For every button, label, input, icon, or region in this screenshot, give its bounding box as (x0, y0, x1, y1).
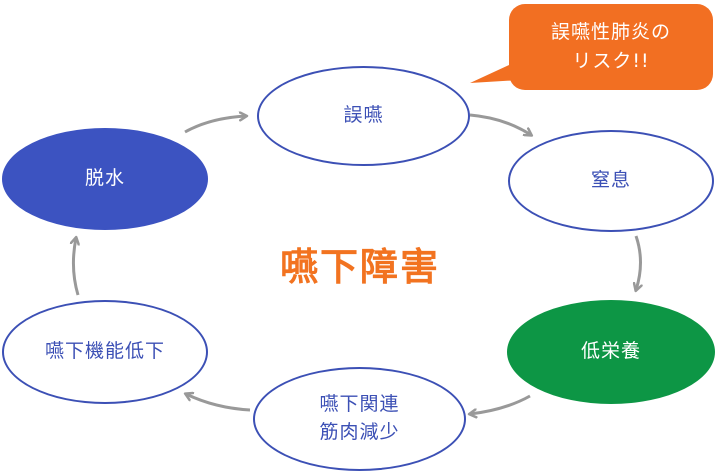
node-muscle-decrease: 嚥下関連 筋肉減少 (253, 367, 466, 471)
arrow-dehydration-to-aspiration (184, 116, 246, 134)
callout-text: 誤嚥性肺炎の リスク!! (550, 20, 671, 72)
arrow-muscle-to-decline (186, 394, 251, 412)
node-malnutrition-label: 低栄養 (580, 340, 641, 363)
node-dehydration: 脱水 (2, 128, 208, 230)
node-swallow-decline: 嚥下機能低下 (2, 300, 208, 404)
node-muscle-decrease-label: 嚥下関連 筋肉減少 (319, 393, 400, 443)
arrow-decline-to-dehydration (73, 238, 78, 296)
callout-bubble: 誤嚥性肺炎の リスク!! (509, 4, 713, 90)
node-aspiration-label: 誤嚥 (343, 104, 384, 127)
arrow-choking-to-malnutrition (636, 235, 641, 290)
node-malnutrition: 低栄養 (507, 300, 715, 404)
node-swallow-decline-label: 嚥下機能低下 (44, 340, 165, 363)
node-aspiration: 誤嚥 (257, 66, 470, 166)
node-choking: 窒息 (508, 130, 714, 232)
callout-tail (470, 60, 520, 83)
arrow-malnutrition-to-muscle (470, 394, 531, 414)
center-title: 嚥下障害 (279, 245, 440, 289)
node-dehydration-label: 脱水 (84, 167, 125, 190)
arrow-aspiration-to-choking (469, 113, 531, 135)
node-choking-label: 窒息 (590, 169, 631, 192)
